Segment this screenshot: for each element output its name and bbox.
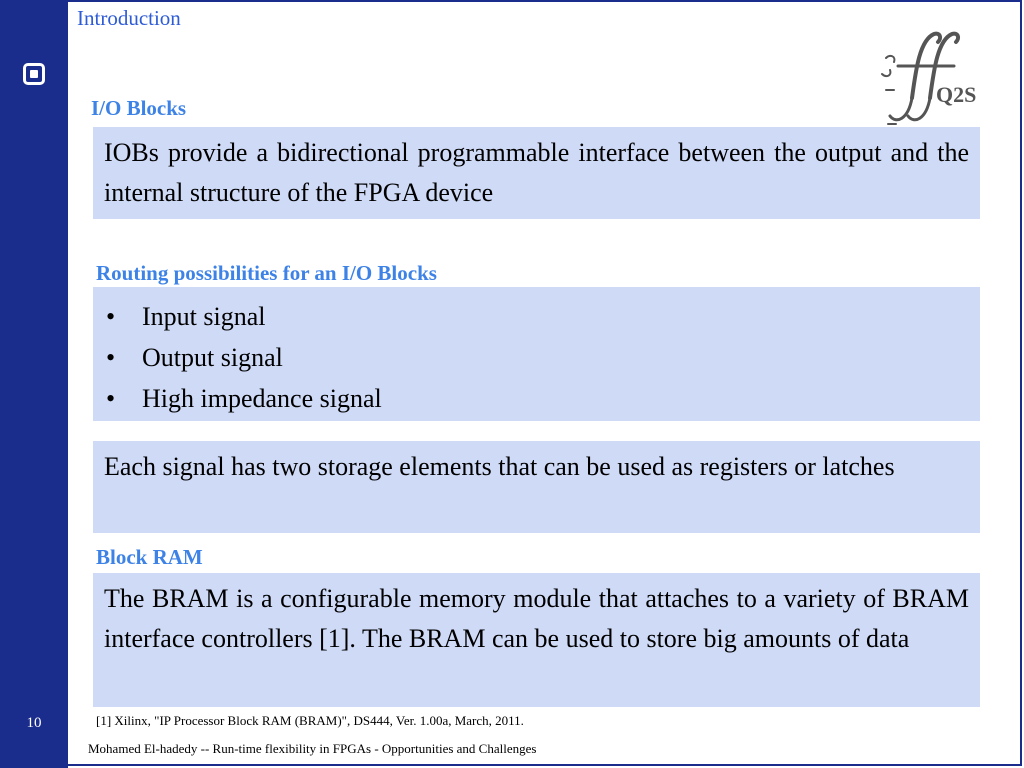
block-ram-heading: Block RAM [96,545,203,569]
ntnu-sidebar: NTNU 10 [0,0,68,768]
section-title: Introduction [77,6,181,30]
q2s-logo: Q2S [881,31,976,125]
ntnu-wordmark-text: NTNU [58,158,66,248]
q2s-logo-text: Q2S [936,82,976,107]
storage-text: Each signal has two storage elements tha… [104,452,895,481]
list-item: Output signal [104,337,969,378]
slide-number: 10 [26,715,42,731]
slide-footer: Mohamed El-hadedy -- Run-time flexibilit… [88,741,537,756]
block-ram-box: The BRAM is a configurable memory module… [93,573,980,707]
ntnu-logo-icon [23,63,45,85]
io-blocks-text: IOBs provide a bidirectional programmabl… [104,138,969,207]
ff-script-logo-icon [881,31,961,125]
list-item: Input signal [104,296,969,337]
io-blocks-box: IOBs provide a bidirectional programmabl… [93,127,980,219]
block-ram-text: The BRAM is a configurable memory module… [104,584,969,653]
list-item: High impedance signal [104,378,969,419]
routing-heading: Routing possibilities for an I/O Blocks [96,261,437,285]
routing-box: Input signal Output signal High impedanc… [93,287,980,421]
routing-list: Input signal Output signal High impedanc… [104,296,969,419]
slide-frame [68,0,1022,766]
reference-footnote: [1] Xilinx, "IP Processor Block RAM (BRA… [96,713,524,728]
io-blocks-heading: I/O Blocks [91,96,187,120]
ntnu-wordmark: NTNU [58,158,66,248]
storage-box: Each signal has two storage elements tha… [93,441,980,533]
